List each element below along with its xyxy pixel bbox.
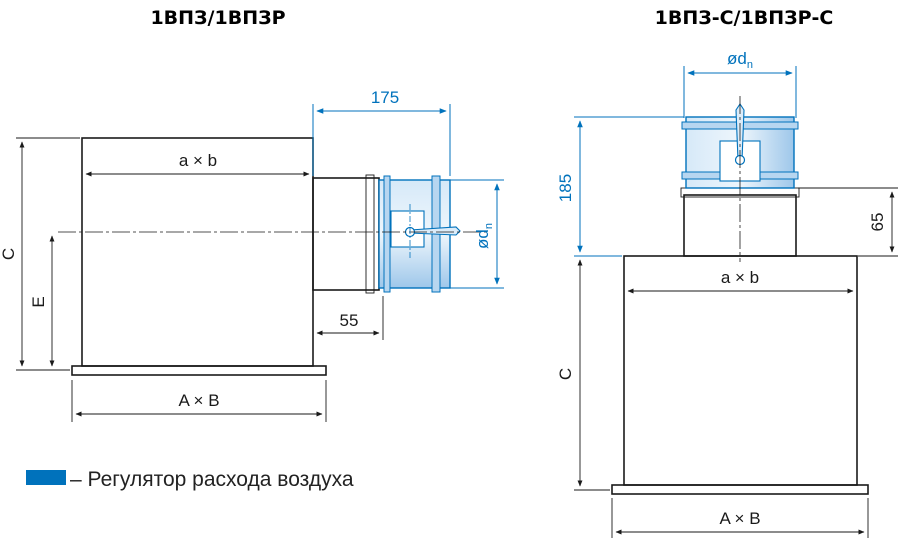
right-dim-ab: a × b xyxy=(721,268,759,287)
left-dim-175: 175 xyxy=(371,88,399,107)
right-view-title: 1ВПЗ-С/1ВПЗР-С xyxy=(655,7,834,29)
right-dim-65: 65 xyxy=(868,213,887,232)
right-dim-diameter: ødn xyxy=(727,49,753,71)
left-box-body xyxy=(81,137,314,367)
right-dim-185: 185 xyxy=(556,174,575,202)
left-spigot-ring xyxy=(365,174,375,294)
left-view-title: 1ВПЗ/1ВПЗР xyxy=(150,7,285,29)
right-base-plate xyxy=(611,484,869,495)
left-dim-C: C xyxy=(0,248,18,260)
left-view: a × b A × B C E 175 55 ødn xyxy=(0,88,504,422)
right-view: ødn 185 65 a × b C A × B xyxy=(556,49,898,538)
left-dim-E: E xyxy=(29,296,48,307)
legend-swatch xyxy=(26,470,66,485)
right-dim-C: C xyxy=(556,368,575,380)
left-regulator xyxy=(378,175,461,293)
right-box-body xyxy=(623,255,858,486)
legend: – Регулятор расхода воздуха xyxy=(26,468,354,491)
left-dim-diameter: ødn xyxy=(473,223,495,249)
left-spigot xyxy=(312,177,380,291)
left-dim-ab: a × b xyxy=(179,151,217,170)
left-base-plate xyxy=(71,365,327,376)
left-dim-AB: A × B xyxy=(178,391,219,410)
left-dim-55: 55 xyxy=(340,311,359,330)
legend-label: – Регулятор расхода воздуха xyxy=(70,468,354,491)
right-dim-AB: A × B xyxy=(719,509,760,528)
